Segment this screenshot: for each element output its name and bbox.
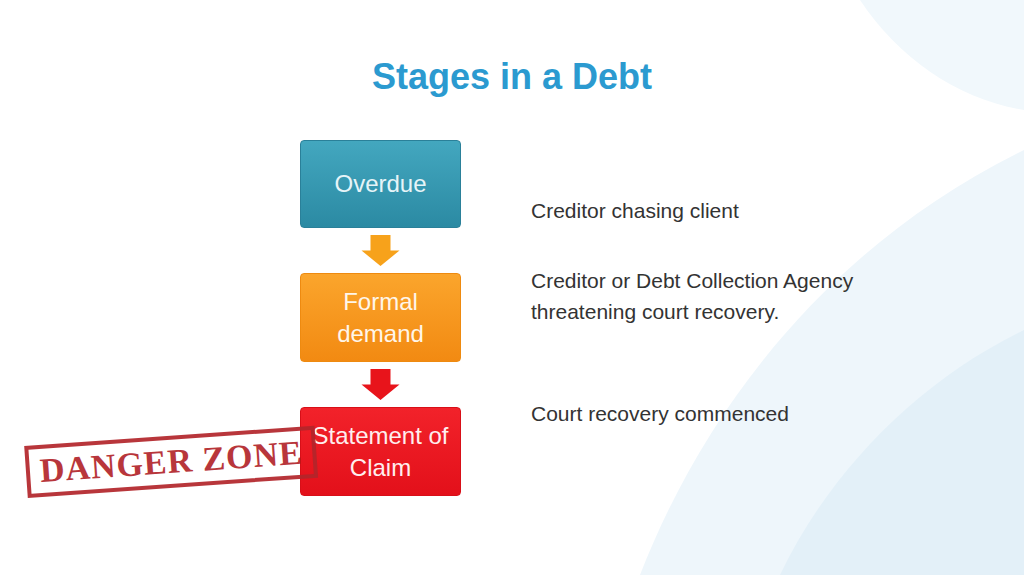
stage-description: Creditor chasing client bbox=[531, 195, 871, 226]
stage-description: Court recovery commenced bbox=[531, 398, 871, 429]
stage-description: Creditor or Debt Collection Agency threa… bbox=[531, 265, 871, 327]
stage-box: Statement of Claim bbox=[300, 407, 461, 496]
block-arrow bbox=[362, 235, 400, 266]
block-arrow bbox=[362, 369, 400, 400]
stage-box: Formal demand bbox=[300, 273, 461, 362]
background-swoosh bbox=[780, 330, 1024, 575]
danger-stamp: DANGER ZONE bbox=[24, 426, 318, 498]
stage-label: Overdue bbox=[326, 168, 434, 200]
background-swoosh bbox=[860, 0, 1024, 110]
stage-label: Formal demand bbox=[301, 286, 460, 350]
stage-label: Statement of Claim bbox=[301, 420, 460, 484]
slide-title: Stages in a Debt bbox=[0, 56, 1024, 98]
stage-box: Overdue bbox=[300, 140, 461, 228]
